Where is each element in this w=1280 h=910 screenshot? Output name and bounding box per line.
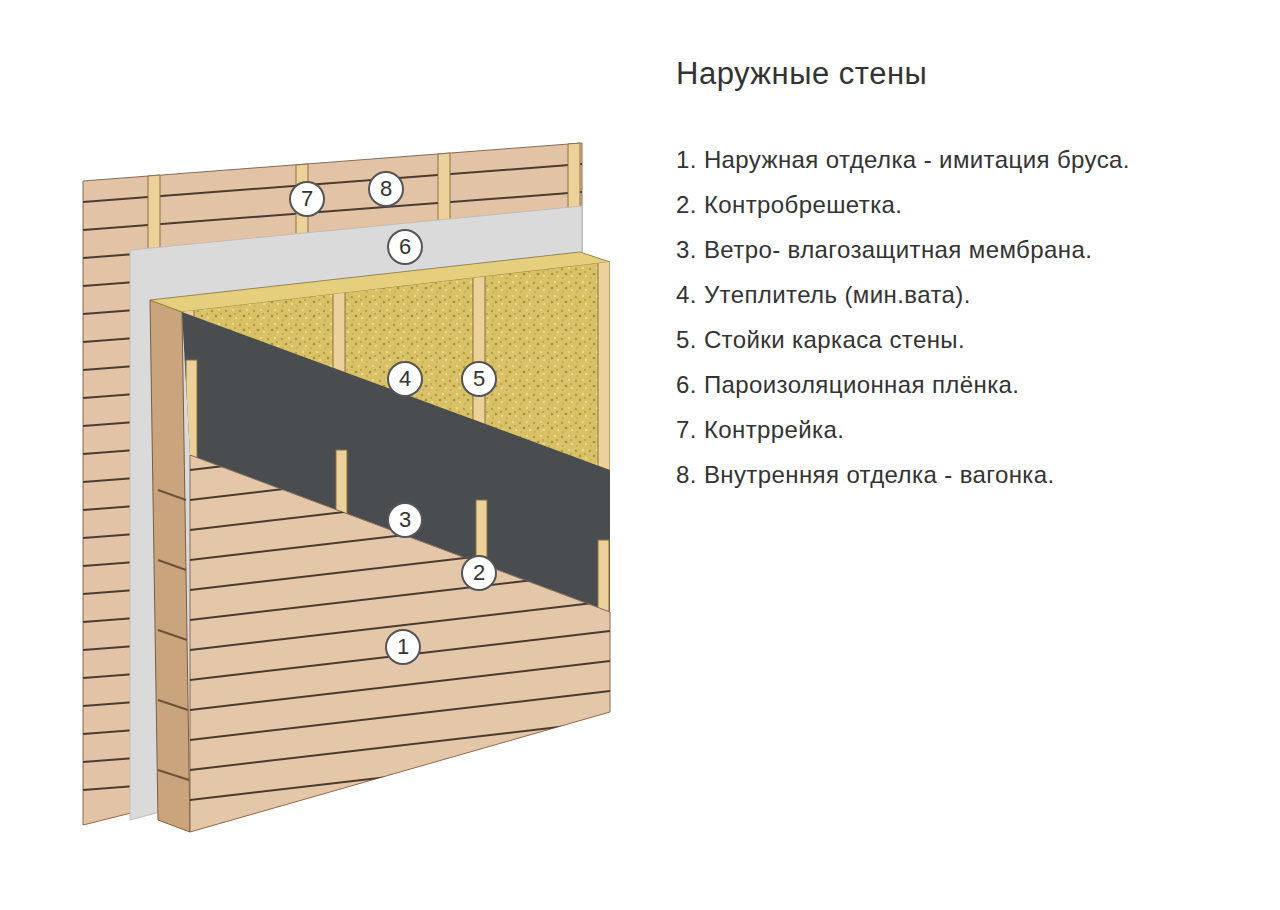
callout-circle: 7 [289,181,325,217]
callout-number: 3 [399,509,411,531]
legend-item: 6. Пароизоляционная плёнка. [676,371,1019,399]
callout-number: 8 [380,178,392,200]
cladding-board-lines [190,421,610,800]
callout-number: 1 [397,636,409,658]
legend-item: 8. Внутренняя отделка - вагонка. [676,461,1055,489]
callout-number: 2 [473,562,485,584]
diagram-title: Наружные стены [676,56,927,92]
legend-item: 4. Утеплитель (мин.вата). [676,281,971,309]
callout-circle: 4 [387,361,423,397]
callout-circle: 6 [387,229,423,265]
legend-item: 5. Стойки каркаса стены. [676,326,965,354]
callout-circle: 1 [385,629,421,665]
callout-number: 7 [301,188,313,210]
callout-number: 4 [399,368,411,390]
panel-side-face [150,300,190,832]
callout-circle: 5 [461,361,497,397]
legend-item: 7. Контррейка. [676,416,844,444]
legend-item: 1. Наружная отделка - имитация бруса. [676,146,1130,174]
callout-circle: 2 [461,555,497,591]
outer-cladding [190,455,610,832]
side-board-lines [158,490,189,780]
callout-number: 5 [473,368,485,390]
legend-item: 2. Контробрешетка. [676,191,902,219]
callout-circle: 8 [368,171,404,207]
callout-number: 6 [399,236,411,258]
legend-item: 3. Ветро- влагозащитная мембрана. [676,236,1092,264]
callout-circle: 3 [387,502,423,538]
